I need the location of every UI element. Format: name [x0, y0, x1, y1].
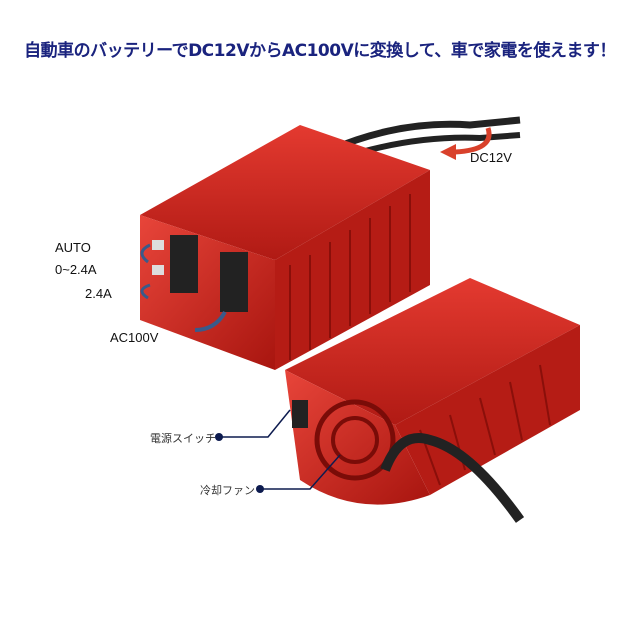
- curved-arrow-icon: [140, 243, 151, 264]
- curved-arrow-icon: [454, 127, 492, 155]
- cooling-fan-label: 冷却ファン: [200, 485, 255, 497]
- headline: 自動車のバッテリーでDC12VからAC100Vに変換して、車で家電を使えます！: [24, 41, 616, 61]
- inverter-front: [140, 125, 430, 370]
- curved-arrow-icon: [140, 283, 151, 300]
- inverter-rear: [285, 278, 580, 523]
- power-switch-label: 電源スイッチ: [150, 433, 216, 445]
- usb-fixed-label: 2.4A: [85, 286, 112, 301]
- usb-auto-label: AUTO: [55, 240, 91, 255]
- curved-arrow-icon: [194, 310, 227, 332]
- ac-output-label: AC100V: [110, 330, 159, 345]
- dc-input-label: DC12V: [470, 150, 512, 165]
- usb-range-label: 0~2.4A: [55, 262, 97, 277]
